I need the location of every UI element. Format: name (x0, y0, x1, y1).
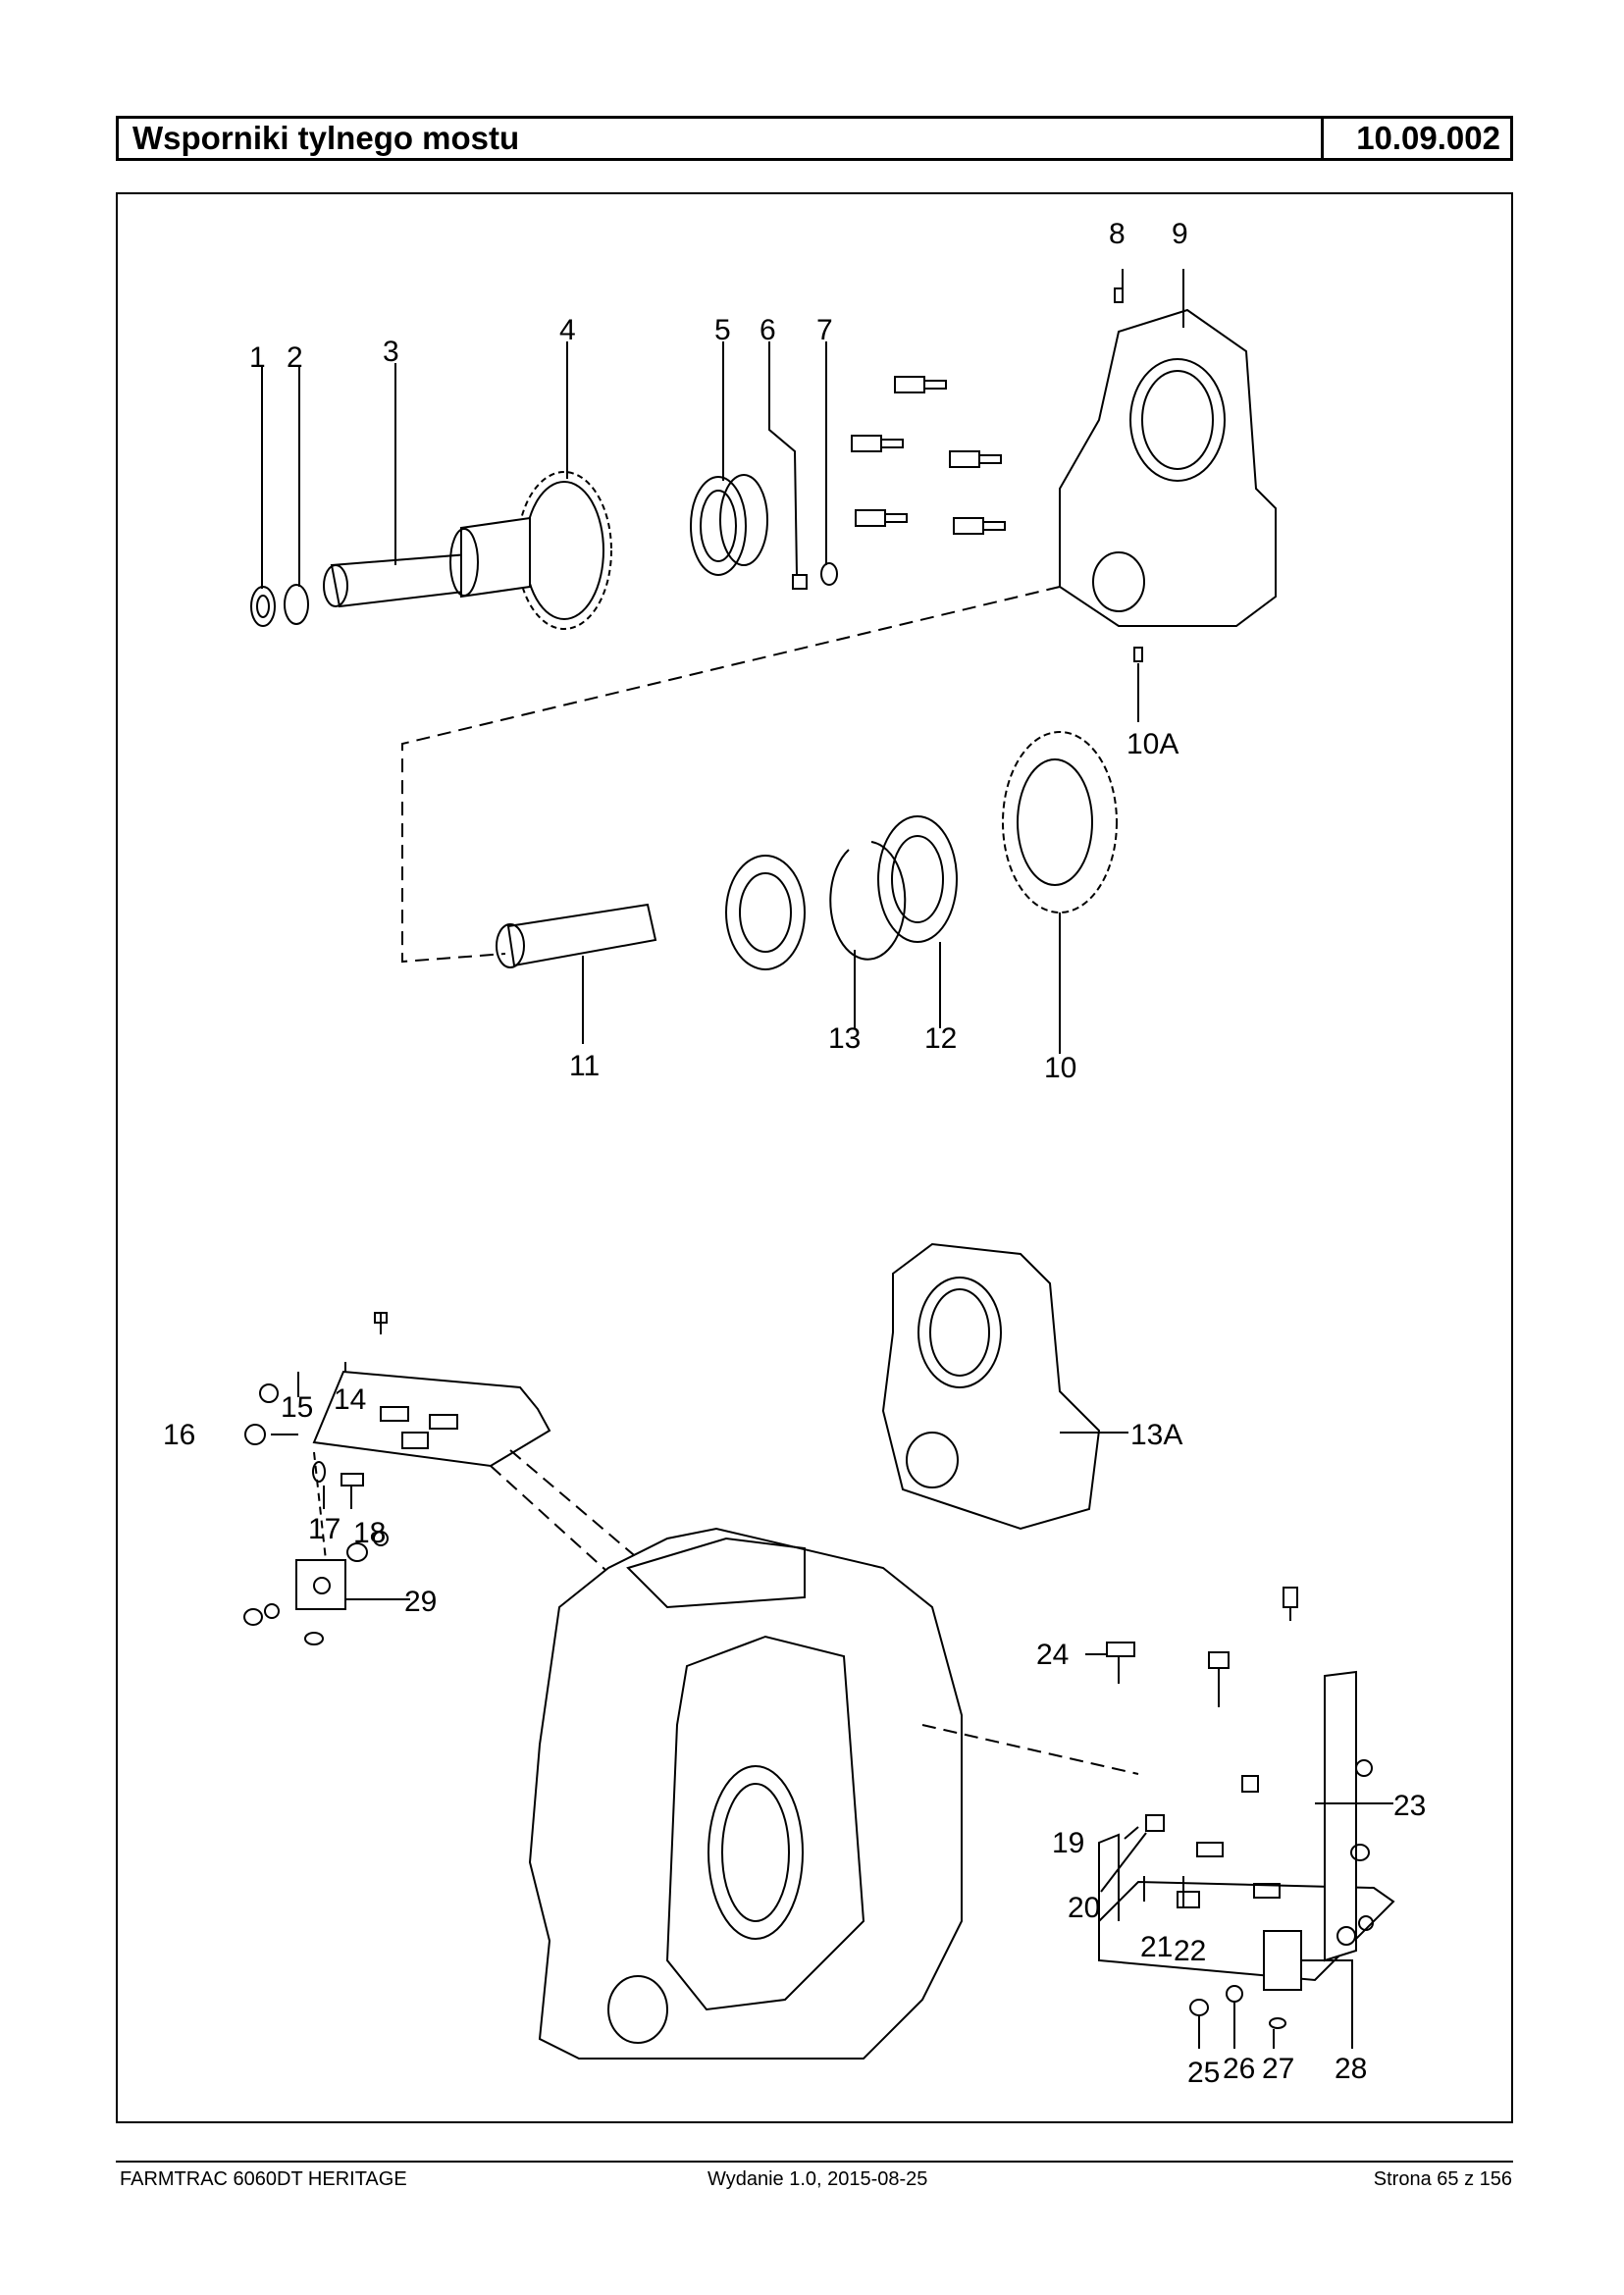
footer-divider (116, 2161, 1513, 2163)
main-housing (528, 1527, 1139, 2060)
label-16: 16 (163, 1419, 195, 1451)
circlip-part (829, 841, 907, 961)
label-13a: 13A (1130, 1419, 1182, 1451)
label-18: 18 (353, 1517, 386, 1549)
label-25: 25 (1187, 2057, 1220, 2089)
callout-labels: 1 2 3 4 5 6 7 8 9 10A 11 13 12 10 13A 15… (163, 218, 1426, 2089)
label-4: 4 (559, 314, 576, 346)
upper-assembly (250, 269, 1277, 1054)
label-28: 28 (1335, 2053, 1367, 2085)
gear-part (516, 471, 612, 630)
label-8: 8 (1109, 218, 1126, 250)
tube-part (506, 903, 657, 967)
label-12: 12 (924, 1022, 957, 1055)
label-15: 15 (281, 1391, 313, 1424)
diagram-svg: 1 2 3 4 5 6 7 8 9 10A 11 13 12 10 13A 15… (163, 218, 1426, 2089)
bolt-14 (374, 1312, 388, 1334)
label-10a: 10A (1126, 728, 1179, 760)
page-header: Wsporniki tylnego mostu 10.09.002 (116, 116, 1513, 161)
bolt-24 (1106, 1642, 1135, 1684)
plate-23 (1098, 1880, 1395, 1982)
plate-part (312, 1370, 551, 1468)
block-28 (1263, 1930, 1302, 1991)
label-6: 6 (760, 314, 776, 346)
plug-part (792, 574, 808, 590)
label-17: 17 (308, 1513, 341, 1545)
label-11: 11 (569, 1050, 600, 1082)
label-23: 23 (1393, 1790, 1426, 1822)
right-bracket (1085, 1587, 1395, 2049)
pin-10a-part (1133, 647, 1143, 662)
page-title: Wsporniki tylnego mostu (132, 120, 520, 156)
label-19: 19 (1052, 1827, 1084, 1859)
label-5: 5 (714, 314, 731, 346)
upright-part (1324, 1670, 1357, 1962)
label-1: 1 (249, 341, 266, 374)
section-code: 10.09.002 (1321, 119, 1510, 158)
bolt-group (851, 376, 1006, 535)
exploded-diagram: 1 2 3 4 5 6 7 8 9 10A 11 13 12 10 13A 15… (116, 192, 1513, 2123)
gear-10-part (1002, 731, 1118, 913)
label-13: 13 (828, 1022, 861, 1055)
pin-part (1114, 287, 1124, 303)
label-3: 3 (383, 336, 399, 368)
seal-part (250, 586, 276, 627)
bearing-part-3 (877, 815, 958, 943)
label-2: 2 (287, 341, 303, 374)
label-22: 22 (1174, 1935, 1206, 1967)
label-10: 10 (1044, 1052, 1076, 1084)
label-9: 9 (1172, 218, 1188, 250)
label-20: 20 (1068, 1892, 1100, 1924)
footer-model: FARMTRAC 6060DT HERITAGE (120, 2168, 407, 2190)
block-29 (295, 1559, 346, 1610)
label-27: 27 (1262, 2053, 1294, 2085)
footer-page-number: Strona 65 z 156 (1373, 2168, 1512, 2190)
label-21: 21 (1140, 1931, 1173, 1963)
label-14: 14 (334, 1383, 366, 1416)
footer-edition: Wydanie 1.0, 2015-08-25 (707, 2168, 928, 2190)
bearing-part (690, 476, 747, 576)
bracket-13a (881, 1242, 1128, 1531)
label-24: 24 (1036, 1639, 1069, 1671)
label-29: 29 (404, 1586, 437, 1618)
washer-part (820, 562, 838, 586)
ring-part (284, 584, 309, 625)
label-26: 26 (1223, 2053, 1255, 2085)
bearing-part-2 (725, 855, 806, 970)
label-7: 7 (816, 314, 833, 346)
